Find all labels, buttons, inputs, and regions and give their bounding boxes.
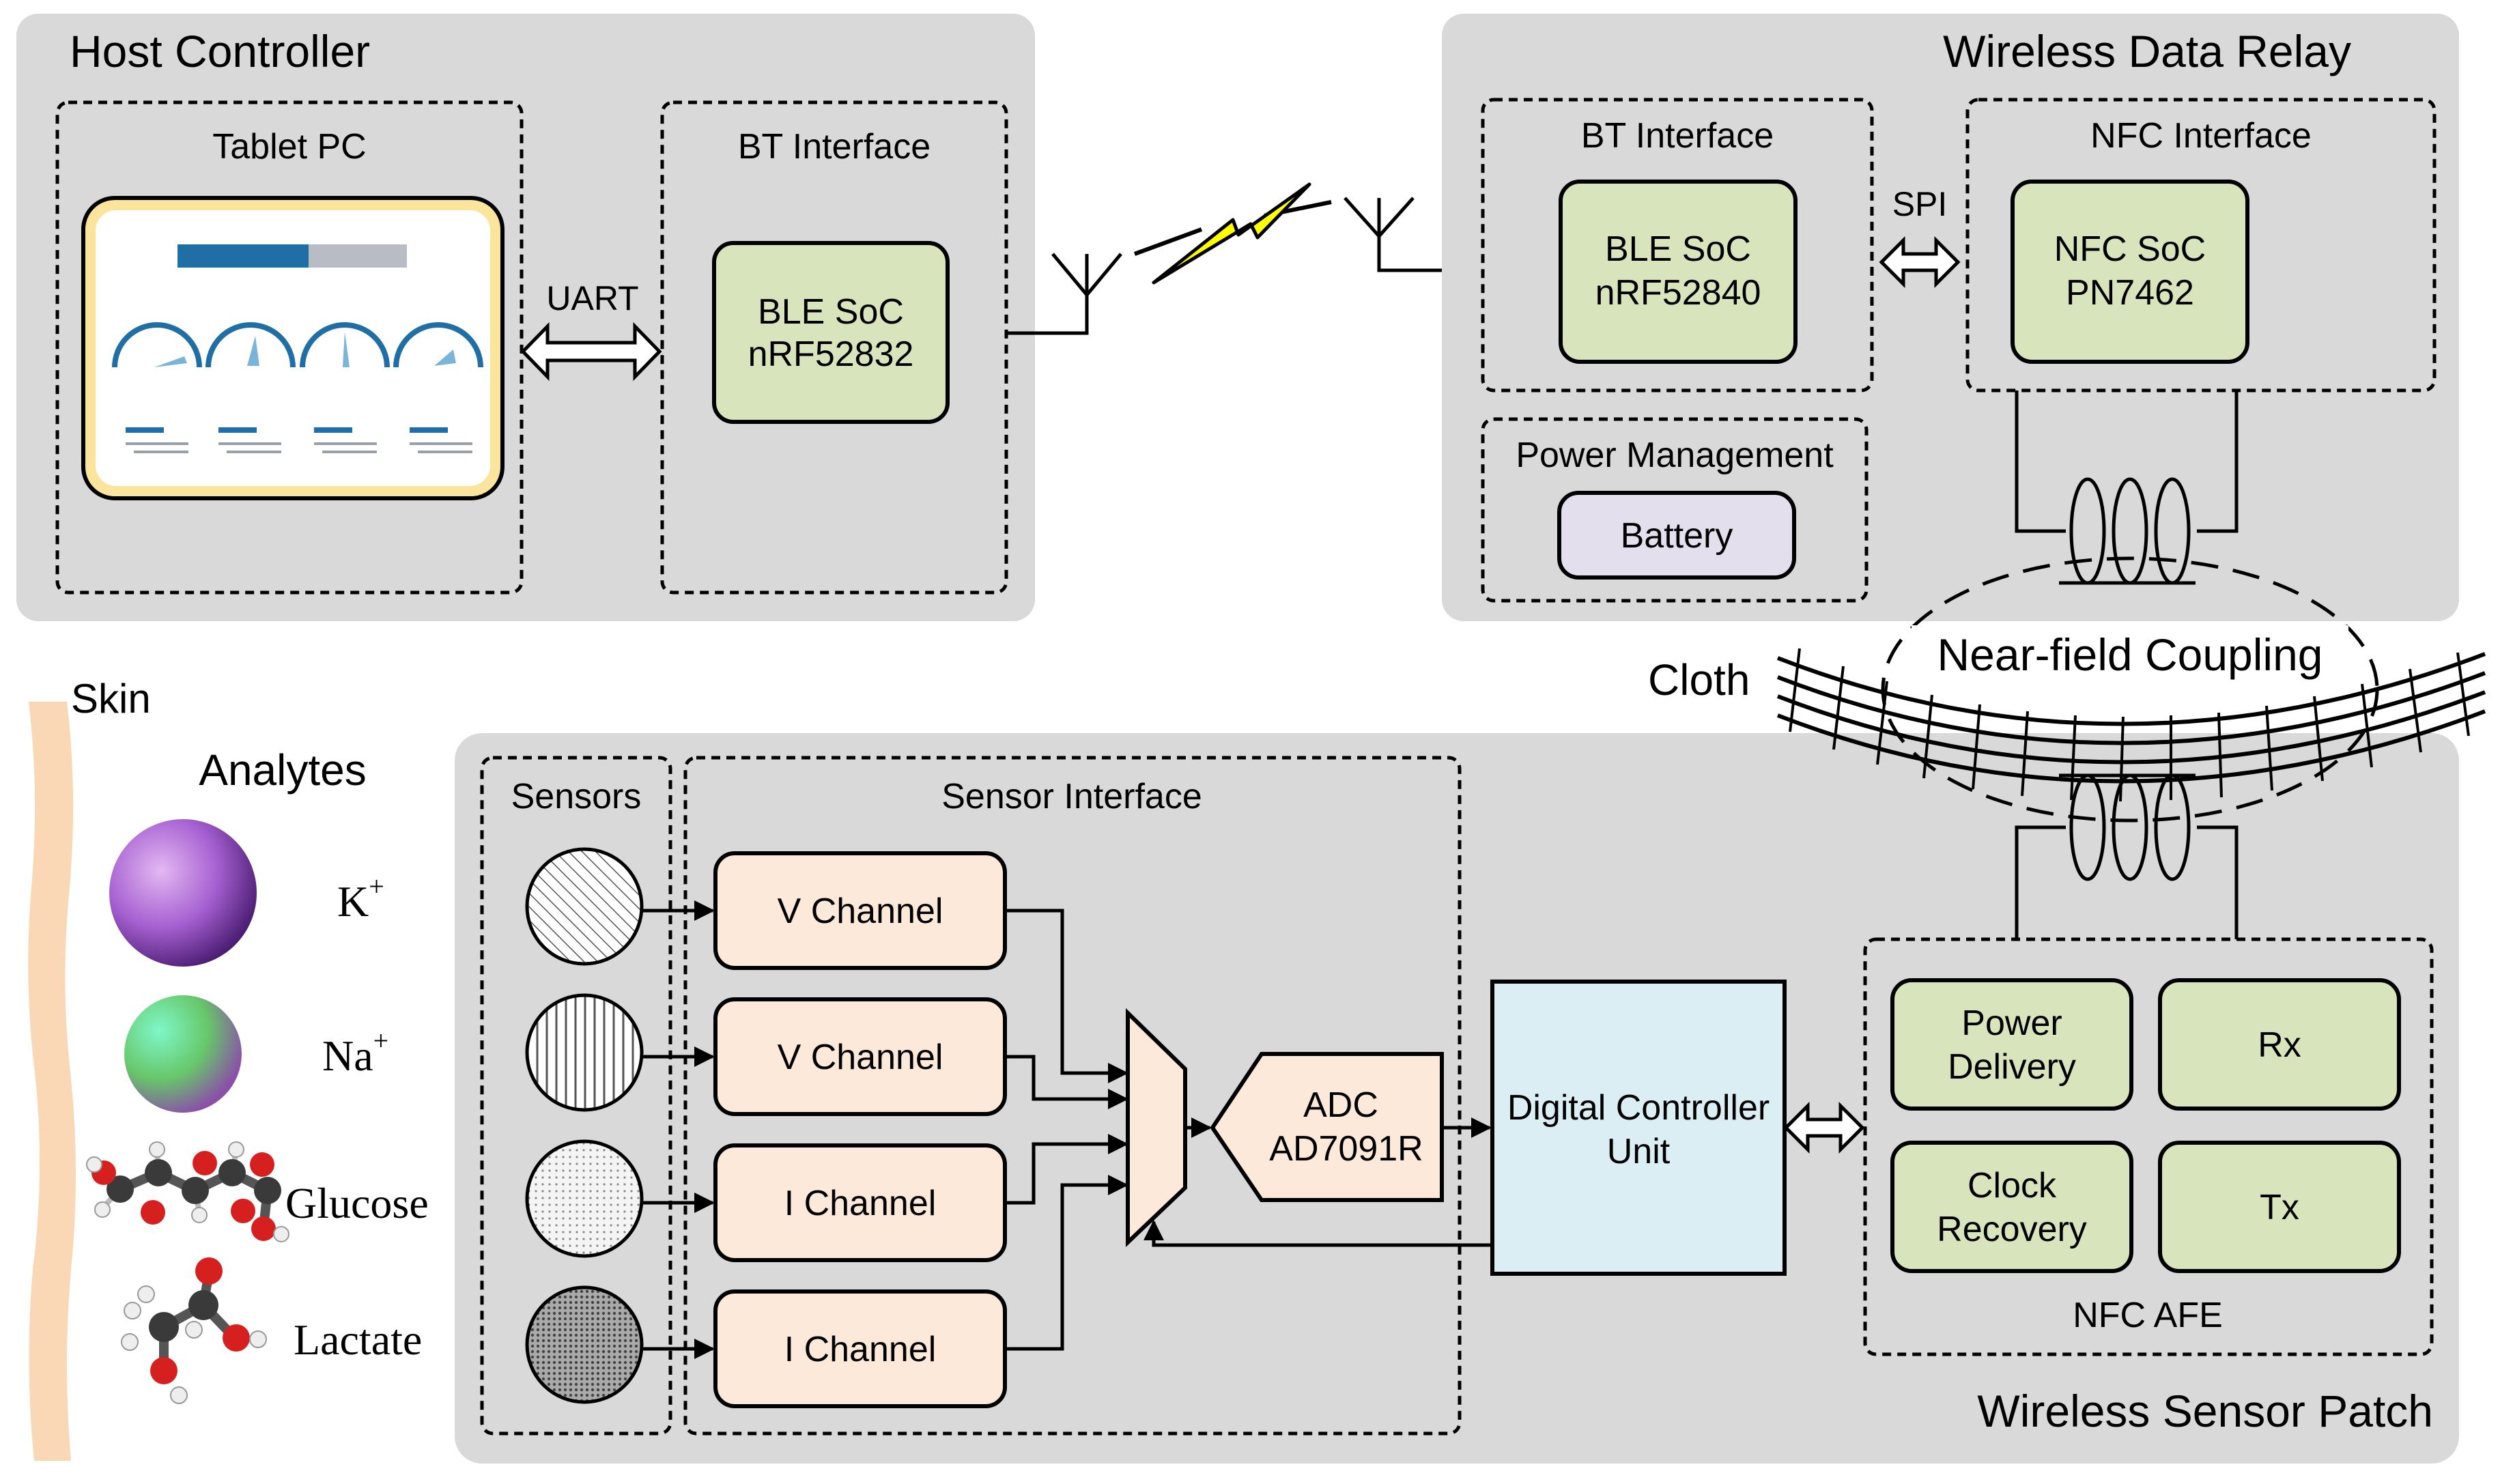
power-delivery-block: Power Delivery [1890,978,2133,1111]
rx-label: Rx [2258,1025,2301,1065]
uart-label: UART [546,279,638,317]
tablet-pc-box: Tablet PC [55,100,524,595]
host-antenna-icon [1006,253,1122,335]
sensors-label: Sensors [511,777,642,816]
near-field-coupling-region: Near-field Coupling [1881,556,2379,823]
spi-link: SPI [1879,185,1961,289]
channel-label-1: V Channel [778,891,943,931]
nfc-soc-line1: NFC SoC [2054,229,2206,269]
channel-block-3: I Channel [713,1143,1007,1262]
host-controller-title: Host Controller [70,26,370,76]
lactate-label: Lactate [294,1315,422,1364]
host-ble-soc-line1: BLE SoC [758,292,904,332]
wireless-data-relay-panel: Wireless Data Relay [1442,14,2459,621]
power-management-box: Power Management [1481,417,1869,603]
dcu-afe-link [1783,1101,1865,1154]
sensor-electrodes [525,847,644,1404]
adc-line2: AD7091R [1269,1129,1423,1169]
skin-label: Skin [71,676,151,722]
nfc-soc-line2: PN7462 [2066,273,2194,313]
wireless-data-relay-title: Wireless Data Relay [1943,26,2351,76]
potassium-label: K+ [337,871,384,926]
channel-label-4: I Channel [784,1330,937,1369]
relay-coil-icon [2015,390,2239,585]
power-delivery-line2: Delivery [1948,1047,2076,1087]
spi-label: SPI [1892,185,1948,223]
dcu-line1: Digital Controller [1507,1088,1770,1128]
digital-controller-unit-block: Digital Controller Unit [1490,980,1787,1276]
channel-block-4: I Channel [713,1289,1007,1408]
nfc-afe-box: NFC AFE [1863,937,2434,1356]
uart-link: UART [520,279,662,382]
sensors-box: Sensors [480,756,672,1436]
power-management-label: Power Management [1516,436,1834,475]
tx-block: Tx [2158,1141,2401,1273]
nfc-afe-label: NFC AFE [2073,1296,2223,1335]
battery-label: Battery [1621,516,1733,556]
nfc-soc-block: NFC SoC PN7462 [2011,180,2249,364]
glucose-molecule-icon [86,1141,289,1242]
host-bt-interface-box: BT Interface [660,100,1008,595]
sodium-ion-icon [124,995,242,1113]
tablet-dashboard-icon [81,196,505,500]
potassium-sensor-electrode [525,847,644,966]
relay-bt-interface-label: BT Interface [1581,116,1774,156]
channel-block-2: V Channel [713,997,1007,1116]
dcu-line2: Unit [1607,1132,1671,1171]
clock-recovery-block: Clock Recovery [1890,1141,2133,1273]
wireless-sensor-patch-title: Wireless Sensor Patch [1977,1386,2433,1436]
channel-label-2: V Channel [778,1038,943,1077]
glucose-label: Glucose [285,1179,429,1227]
host-ble-soc-block: BLE SoC nRF52832 [712,241,950,424]
potassium-ion-icon [109,819,257,967]
sodium-sensor-electrode [525,993,644,1112]
tablet-pc-label: Tablet PC [212,127,366,167]
multiplexer-block [1126,1008,1187,1247]
patch-coil-icon [2015,773,2239,939]
sensor-to-channel-arrows [642,900,715,1359]
clock-recovery-line1: Clock [1968,1166,2057,1205]
lactate-molecule-icon [121,1257,267,1404]
sensor-interface-box: Sensor Interface [683,756,1462,1436]
relay-ble-soc-line2: nRF52840 [1595,273,1761,313]
tx-label: Tx [2260,1188,2299,1227]
relay-ble-soc-block: BLE SoC nRF52840 [1559,180,1798,364]
near-field-coupling-label: Near-field Coupling [1937,629,2323,680]
nfc-interface-label: NFC Interface [2090,116,2312,156]
nfc-interface-box: NFC Interface [1965,98,2437,393]
host-bt-interface-label: BT Interface [738,127,931,167]
host-ble-soc-line2: nRF52832 [748,334,914,374]
lactate-sensor-electrode [525,1285,644,1404]
relay-bt-interface-box: BT Interface [1481,98,1874,393]
sodium-label: Na+ [322,1025,388,1080]
wireless-link-icon [1133,182,1332,285]
channel-to-mux-arrows [1005,909,1128,1351]
glucose-sensor-electrode [525,1139,644,1258]
adc-block: ADC AD7091R [1210,1052,1444,1202]
battery-block: Battery [1557,491,1796,580]
channel-label-3: I Channel [784,1184,937,1223]
adc-line1: ADC [1303,1085,1378,1125]
sensor-interface-label: Sensor Interface [941,777,1202,816]
channel-block-1: V Channel [713,851,1007,970]
skin-strip [28,702,76,1461]
analytes-label: Analytes [199,745,366,795]
cloth-fabric-icon [1776,648,2486,802]
rx-block: Rx [2158,978,2401,1111]
relay-ble-soc-line1: BLE SoC [1605,229,1751,269]
cloth-label: Cloth [1648,655,1750,704]
clock-recovery-line2: Recovery [1937,1210,2087,1249]
power-delivery-line1: Power [1961,1003,2062,1043]
dcu-to-mux-control-arrow [1144,1220,1492,1247]
